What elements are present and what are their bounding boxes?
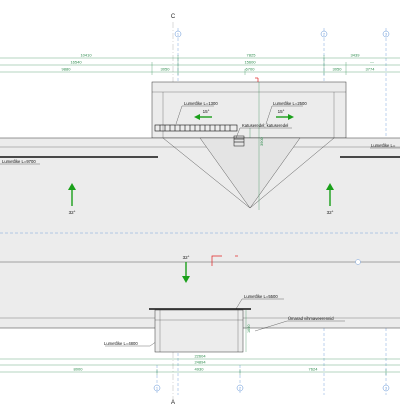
upper-roof-bay <box>151 81 347 139</box>
annotation-labels: Lumetõke L=1300 Lumetõke L=2500 Katusere… <box>2 101 396 346</box>
dimension-labels-bottom: 22604 24894 8000 4930 7624 <box>74 354 319 372</box>
dimension-label: 16540 <box>70 60 82 65</box>
dimension-labels-top: 10410 7825 3439 16540 15600 — 9880 3050 … <box>62 53 376 72</box>
dimension-label: — <box>370 60 374 65</box>
bay-depth-label: 3900 <box>259 136 264 146</box>
dimension-label: 3050 <box>333 67 343 72</box>
slope-label: 15° <box>203 109 210 114</box>
dimension-label: 24894 <box>194 360 206 365</box>
valley-line <box>162 137 251 209</box>
lower-bay-outline <box>154 309 244 353</box>
grid-bubble <box>382 384 390 392</box>
leader-line <box>235 298 243 310</box>
label-vihmaveerenn: Ümarad vihmaveerennid <box>288 316 334 321</box>
label-lumetoke-2500: Lumetõke L=2500 <box>273 101 307 106</box>
label-lumetoke-4800: Lumetõke L=4800 <box>104 341 138 346</box>
roof-ladder <box>154 124 245 147</box>
leader-line <box>254 320 288 332</box>
grid-bubble-label: 2 <box>239 386 241 390</box>
grid-bubble-label: 3 <box>385 386 387 390</box>
section-label-top: C <box>171 14 176 20</box>
dimension-label: 15600 <box>244 60 256 65</box>
grid-bubble-label: 2 <box>323 32 325 36</box>
ladder-hatch <box>233 135 245 147</box>
dimension-label: 7825 <box>247 53 257 58</box>
slope-arrowhead <box>194 114 200 120</box>
grid-bubble <box>174 30 182 38</box>
slope-label: 32° <box>327 210 334 215</box>
grid-bubble <box>382 30 390 38</box>
leader-line <box>265 105 273 125</box>
leader-line <box>235 127 241 139</box>
label-lumetoke-9700: Lumetõke L=9700 <box>2 159 36 164</box>
valley-line <box>249 137 335 209</box>
dimension-label: 4930 <box>195 367 205 372</box>
label-lumetoke-5500: Lumetõke L=5500 <box>244 294 278 299</box>
upper-bay-outline <box>151 81 347 139</box>
dimension-label: 3050 <box>161 67 171 72</box>
slope-arrowhead <box>182 276 190 283</box>
label-lumetoke-1300: Lumetõke L=1300 <box>184 101 218 106</box>
grid-bubble-labels-bottom: 1 2 3 <box>156 386 387 390</box>
label-katuseredel: Katuseredel; katuseredel <box>242 123 288 128</box>
dimension-label: 8000 <box>74 367 84 372</box>
slope-arrowhead <box>326 183 334 190</box>
leader-line <box>175 105 183 125</box>
main-roof <box>0 137 400 329</box>
dimension-label: 3439 <box>351 53 361 58</box>
ladder-frame <box>154 124 238 132</box>
grid-bubbles-top <box>174 30 390 38</box>
grid-bubble <box>320 30 328 38</box>
grid-bubble-label: 1 <box>177 32 179 36</box>
dimension-lines-top <box>0 55 400 75</box>
grid-bubble-label: 3 <box>385 32 387 36</box>
dimension-label: 9880 <box>62 67 72 72</box>
slope-arrowhead <box>68 183 76 190</box>
grid-bubbles-bottom <box>153 384 390 392</box>
slope-arrowhead <box>288 114 294 120</box>
dimension-label: 7624 <box>309 367 319 372</box>
slope-label: 32° <box>69 210 76 215</box>
bay-width-label: 1690 <box>247 325 251 333</box>
grid-bubble <box>355 259 361 265</box>
slope-label: 32° <box>183 255 190 260</box>
grid-bubble <box>236 384 244 392</box>
dimension-lines-bottom <box>0 358 400 375</box>
grid-bubble <box>153 384 161 392</box>
lower-bay <box>154 309 244 353</box>
label-lumetoke-right: Lumetõke L= <box>371 143 396 148</box>
dimension-label: 3774 <box>366 67 376 72</box>
dimension-label: 6700 <box>246 67 256 72</box>
bay-dimensions <box>249 82 260 210</box>
slope-label: 15° <box>278 109 285 114</box>
section-label-bottom: A <box>171 400 175 406</box>
dimension-label: 10410 <box>80 53 92 58</box>
red-corner-marker <box>211 255 222 266</box>
grid-bubble-labels-top: 1 2 3 <box>177 32 387 36</box>
dimension-label: 22604 <box>194 354 206 359</box>
grid-bubble-label: 1 <box>156 386 158 390</box>
